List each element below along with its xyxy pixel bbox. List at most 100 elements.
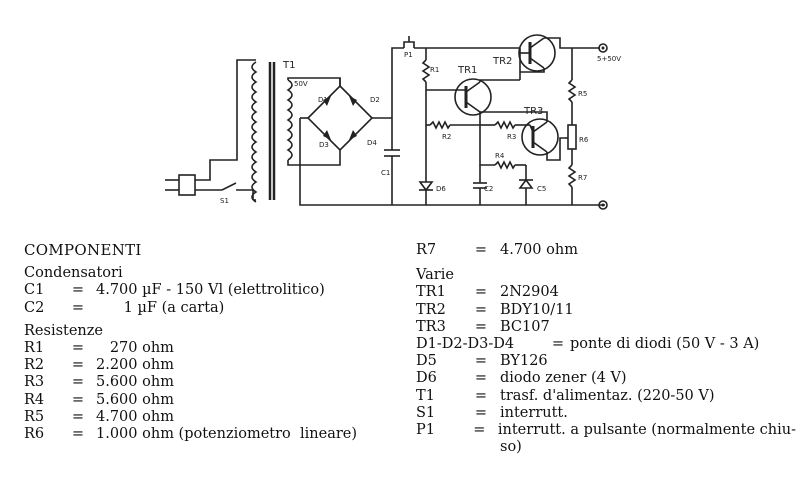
resistor-r1 xyxy=(421,59,431,83)
item-key: C2 xyxy=(24,299,45,316)
label-d6: D6 xyxy=(436,185,446,193)
label-tr2: TR2 xyxy=(492,56,512,67)
item-key: R7 xyxy=(416,242,437,258)
item-key: R5 xyxy=(24,408,45,425)
potentiometer-r6 xyxy=(567,124,577,150)
list-item-r3: R3=5.600 ohm xyxy=(24,374,394,391)
list-item-r4: R4=5.600 ohm xyxy=(24,392,394,409)
list-item-c1: C1=4.700 µF - 150 Vl (elettrolitico) xyxy=(24,282,394,299)
item-value: 1.000 ohm (potenziometro lineare) xyxy=(96,426,358,443)
capacitors-heading: Condensatori xyxy=(24,265,123,282)
label-p1: P1 xyxy=(404,51,413,59)
transformer-primary xyxy=(251,61,258,203)
item-equals: = xyxy=(474,284,488,301)
item-equals: = xyxy=(71,299,85,316)
label-output-voltage: 5+50V xyxy=(597,55,621,63)
transistor-tr2 xyxy=(518,34,556,72)
item-equals: = xyxy=(71,408,85,425)
p1-continuation: so) xyxy=(500,439,522,456)
item-value: interrutt. xyxy=(500,404,568,421)
item-value: interrutt. a pulsante (normalmente chiu- xyxy=(497,422,796,439)
list-item-tr1: TR1 = 2N2904 xyxy=(416,284,796,301)
circuit-schematic: T1 S1 50V D1 D2 D3 D4 C1 P1 R1 D6 TR1 TR… xyxy=(165,34,621,210)
list-item-s1: S1 = interrutt. xyxy=(416,405,796,422)
label-d4: D4 xyxy=(367,139,377,147)
label-c2: C2 xyxy=(484,185,493,193)
label-r4: R4 xyxy=(495,152,505,160)
label-d3: D3 xyxy=(319,141,329,149)
item-key: P1 xyxy=(416,422,435,439)
list-item-r7: R7 = 4.700 ohm xyxy=(416,242,796,259)
item-value: 1 µF (a carta) xyxy=(96,299,225,316)
item-key: S1 xyxy=(416,404,436,421)
item-key: TR3 xyxy=(416,318,446,335)
item-value: BC107 xyxy=(500,318,550,335)
list-item-tr3: TR3 = BC107 xyxy=(416,319,796,336)
item-key: TR1 xyxy=(416,284,446,301)
item-value: BY126 xyxy=(500,353,548,370)
label-r2: R2 xyxy=(442,133,451,141)
label-t1: T1 xyxy=(282,60,295,71)
label-tr1: TR1 xyxy=(457,65,477,76)
label-d2: D2 xyxy=(370,96,380,104)
item-equals: = xyxy=(474,353,488,370)
capacitors-list: C1=4.700 µF - 150 Vl (elettrolitico)C2= … xyxy=(24,282,394,316)
list-item-c2: C2 = 1 µF (a carta) xyxy=(24,300,394,317)
item-value: trasf. d'alimentaz. (220-50 V) xyxy=(500,387,715,404)
item-value: 2.200 ohm xyxy=(96,357,174,374)
diode-bridge xyxy=(306,84,374,152)
item-key: D6 xyxy=(416,370,437,387)
resistor-r5 xyxy=(567,79,577,103)
item-key: R6 xyxy=(24,426,45,443)
list-item-tr2: TR2=BDY10/11 xyxy=(416,302,796,319)
item-key: C1 xyxy=(24,282,45,299)
item-value: 2N2904 xyxy=(500,284,559,301)
item-value: 4.700 ohm xyxy=(500,242,578,258)
item-equals: = xyxy=(474,370,488,387)
label-r1: R1 xyxy=(430,66,439,74)
item-equals: = xyxy=(473,422,486,439)
list-item-p1: P1 = interrutt. a pulsante (normalmente ch… xyxy=(416,422,796,439)
item-equals: = xyxy=(71,340,85,357)
label-d1: D1 xyxy=(318,96,328,104)
item-equals: = xyxy=(474,318,488,335)
label-r7: R7 xyxy=(578,174,587,182)
item-value: BDY10/11 xyxy=(500,301,574,318)
item-equals: = xyxy=(474,404,488,421)
item-equals: = xyxy=(71,357,85,374)
label-tr3: TR3 xyxy=(523,106,543,117)
components-list-left: COMPONENTI Condensatori C1=4.700 µF - 15… xyxy=(24,241,394,443)
resistor-r2 xyxy=(429,120,451,130)
item-equals: = xyxy=(71,374,85,391)
resistor-r7 xyxy=(567,164,577,188)
list-item-r6: R6=1.000 ohm (potenziometro lineare) xyxy=(24,426,394,443)
label-r5: R5 xyxy=(578,90,587,98)
label-r3: R3 xyxy=(507,133,516,141)
item-key: T1 xyxy=(416,387,435,404)
list-item-d5: D5 = BY126 xyxy=(416,353,796,370)
switch-s1 xyxy=(221,182,237,191)
item-equals: = xyxy=(71,282,85,299)
item-value: diodo zener (4 V) xyxy=(500,370,627,387)
output-negative-terminal xyxy=(598,200,608,210)
components-title: COMPONENTI xyxy=(24,241,142,259)
item-equals: = xyxy=(474,301,488,318)
item-key: R1 xyxy=(24,340,45,357)
list-item-r1: R1= 270 ohm xyxy=(24,340,394,357)
item-equals: = xyxy=(474,387,488,404)
resistors-heading: Resistenze xyxy=(24,322,103,339)
resistor-r3 xyxy=(494,120,516,130)
list-item-bridge: D1-D2-D3-D4 = ponte di diodi (50 V - 3 A… xyxy=(416,336,796,353)
misc-heading: Varie xyxy=(416,267,454,284)
list-item-r2: R2=2.200 ohm xyxy=(24,357,394,374)
transistor-tr1 xyxy=(454,78,492,116)
item-equals: = xyxy=(551,336,565,353)
item-key: D1-D2-D3-D4 xyxy=(416,336,515,353)
item-key: R4 xyxy=(24,391,45,408)
item-key: D5 xyxy=(416,353,437,370)
list-item-d6: D6 = diodo zener (4 V) xyxy=(416,370,796,387)
output-positive-terminal xyxy=(598,43,608,53)
label-r6: R6 xyxy=(579,136,589,144)
